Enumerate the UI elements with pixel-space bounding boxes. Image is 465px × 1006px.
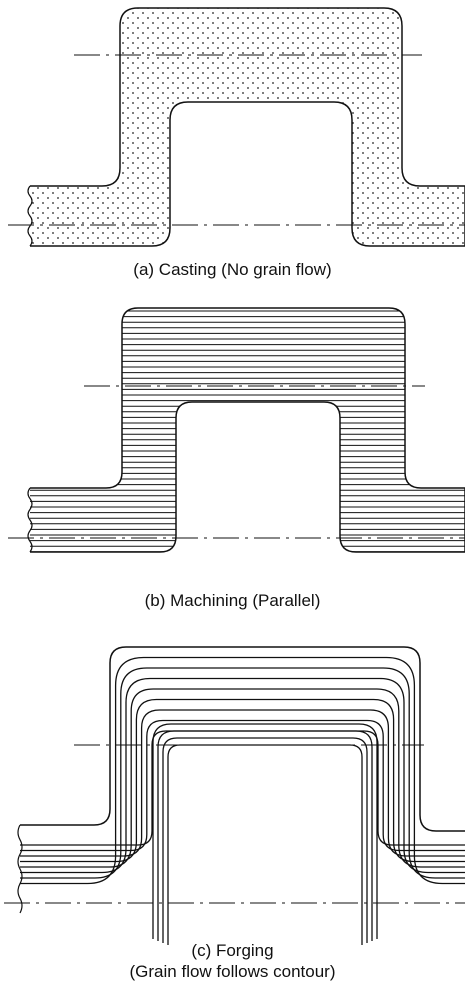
- forging-diagram: [4, 646, 465, 945]
- machining-break-edge: [27, 487, 33, 553]
- grain-contour-line: [20, 719, 465, 852]
- caption-forging-2: (Grain flow follows contour): [129, 962, 336, 981]
- grain-contour-line: [20, 688, 465, 868]
- machining-diagram: [8, 307, 465, 553]
- forging-outline: [20, 646, 465, 832]
- forging-break-edge: [17, 824, 23, 914]
- panel-forging: (c) Forging (Grain flow follows contour): [0, 635, 465, 1006]
- grain-inner-contour-line: [152, 723, 378, 939]
- panel-machining: (b) Machining (Parallel): [0, 300, 465, 635]
- casting-outline: [30, 7, 465, 247]
- casting-break-edge: [27, 185, 33, 247]
- grain-inner-contour-line: [157, 730, 373, 941]
- grain-contour-line: [20, 709, 465, 857]
- grain-contour-line: [20, 677, 465, 874]
- grain-contour-line: [20, 656, 465, 885]
- caption-machining: (b) Machining (Parallel): [144, 591, 321, 610]
- grain-contour-line: [20, 698, 465, 863]
- panel-casting: (a) Casting (No grain flow): [0, 0, 465, 300]
- caption-casting: (a) Casting (No grain flow): [133, 260, 332, 279]
- grain-inner-contour-line: [162, 737, 368, 943]
- grain-inner-contour-line: [167, 744, 363, 945]
- caption-forging-1: (c) Forging: [191, 941, 274, 960]
- casting-diagram: [8, 7, 465, 247]
- grain-contour-line: [20, 667, 465, 879]
- forging-grain-lines: [20, 656, 465, 945]
- machining-outline: [30, 307, 465, 553]
- casting-dot-fill: [30, 8, 465, 246]
- machining-grain-lines: [30, 310, 465, 552]
